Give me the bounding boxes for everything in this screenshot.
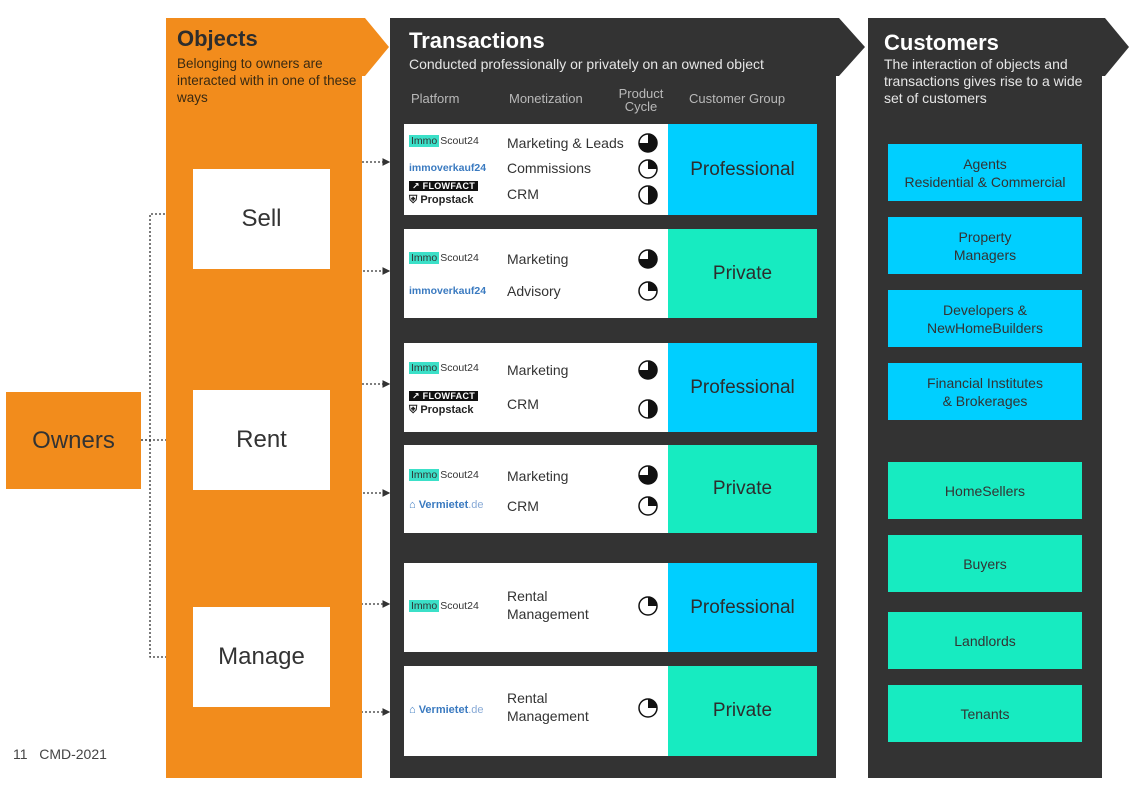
monetization-label: Advisory bbox=[507, 283, 561, 299]
customer-line: Agents bbox=[963, 155, 1007, 172]
monetization-label: Commissions bbox=[507, 160, 592, 176]
customer-line: Developers & bbox=[942, 301, 1028, 318]
customers-chevron bbox=[1101, 18, 1129, 76]
pie-half-icon bbox=[638, 185, 658, 205]
customer-group-professional: Professional bbox=[668, 124, 817, 215]
document-id: CMD-2021 bbox=[39, 746, 107, 762]
object-rent-label: Rent bbox=[236, 426, 287, 453]
monetization-label: CRM bbox=[507, 498, 539, 514]
header-monetization: Monetization bbox=[509, 91, 583, 106]
customer-tenants: Tenants bbox=[888, 685, 1082, 742]
customer-line: & Brokerages bbox=[942, 392, 1028, 409]
pie-three-quarter-icon bbox=[638, 465, 658, 485]
object-sell-label: Sell bbox=[241, 205, 282, 232]
customer-line: Financial Institutes bbox=[927, 374, 1043, 391]
objects-chevron bbox=[361, 18, 389, 76]
owners-label: Owners bbox=[32, 426, 115, 454]
monetization-label: Marketing & Leads bbox=[507, 135, 624, 151]
monetization-label: Rental Management bbox=[507, 690, 589, 724]
customer-developers: Developers &NewHomeBuilders bbox=[888, 290, 1082, 347]
object-manage-label: Manage bbox=[218, 643, 305, 670]
immoverkauf24-logo: immoverkauf24 bbox=[409, 285, 487, 297]
page-number: 11 bbox=[13, 746, 28, 762]
customer-line: Managers bbox=[953, 246, 1017, 263]
pie-three-quarter-icon bbox=[638, 249, 658, 269]
header-platform: Platform bbox=[411, 91, 460, 106]
customer-line: NewHomeBuilders bbox=[927, 319, 1043, 336]
customer-group-private: Private bbox=[668, 445, 817, 533]
customer-line: Residential & Commercial bbox=[904, 173, 1066, 190]
customers-title: Customers bbox=[884, 30, 999, 55]
pie-half-icon bbox=[638, 399, 658, 419]
propstack-logo: ⛨ Propstack bbox=[409, 404, 474, 416]
owners-box: Owners bbox=[6, 392, 141, 489]
object-sell: Sell bbox=[193, 169, 330, 269]
customer-group-private: Private bbox=[668, 229, 817, 318]
pie-quarter-icon bbox=[638, 596, 658, 616]
page-footer: 11 CMD-2021 bbox=[13, 746, 107, 762]
customer-landlords: Landlords bbox=[888, 612, 1082, 669]
monetization-label: Marketing bbox=[507, 251, 569, 267]
pie-quarter-icon bbox=[638, 159, 658, 179]
objects-subtitle: Belonging to owners are interacted with … bbox=[177, 56, 357, 105]
customers-subtitle: The interaction of objects and transacti… bbox=[884, 56, 1083, 106]
object-manage: Manage bbox=[193, 607, 330, 707]
pie-quarter-icon bbox=[638, 698, 658, 718]
customer-group-professional: Professional bbox=[668, 343, 817, 432]
customer-group-professional: Professional bbox=[668, 563, 817, 652]
transactions-title: Transactions bbox=[409, 28, 545, 53]
customer-homesellers: HomeSellers bbox=[888, 462, 1082, 519]
flowfact-logo: ↗ FLOWFACT bbox=[409, 390, 479, 402]
objects-title: Objects bbox=[177, 26, 258, 51]
customer-group-private: Private bbox=[668, 666, 817, 756]
vermietet-logo: ⌂ Vermietet.de bbox=[409, 499, 484, 511]
flowfact-logo: ↗ FLOWFACT bbox=[409, 180, 479, 192]
header-product-cycle: Product Cycle bbox=[618, 86, 664, 114]
propstack-logo: ⛨ Propstack bbox=[409, 194, 474, 206]
monetization-label: Rental Management bbox=[507, 588, 589, 622]
customer-line: Property bbox=[958, 228, 1012, 245]
object-rent: Rent bbox=[193, 390, 330, 490]
transactions-chevron bbox=[835, 18, 865, 76]
monetization-label: CRM bbox=[507, 186, 539, 202]
monetization-label: Marketing bbox=[507, 362, 569, 378]
transactions-subtitle: Conducted professionally or privately on… bbox=[409, 56, 764, 72]
transaction-card-manage-private: ⌂ Vermietet.de Rental Management Private bbox=[404, 666, 817, 756]
pie-three-quarter-icon bbox=[638, 360, 658, 380]
customer-buyers: Buyers bbox=[888, 535, 1082, 592]
customer-financial-institutes: Financial Institutes& Brokerages bbox=[888, 363, 1082, 420]
monetization-label: CRM bbox=[507, 396, 539, 412]
vermietet-logo: ⌂ Vermietet.de bbox=[409, 704, 484, 716]
immoverkauf24-logo: immoverkauf24 bbox=[409, 162, 487, 174]
monetization-label: Marketing bbox=[507, 468, 569, 484]
pie-three-quarter-icon bbox=[638, 133, 658, 153]
pie-quarter-icon bbox=[638, 496, 658, 516]
header-customer-group: Customer Group bbox=[689, 91, 786, 106]
pie-quarter-icon bbox=[638, 281, 658, 301]
